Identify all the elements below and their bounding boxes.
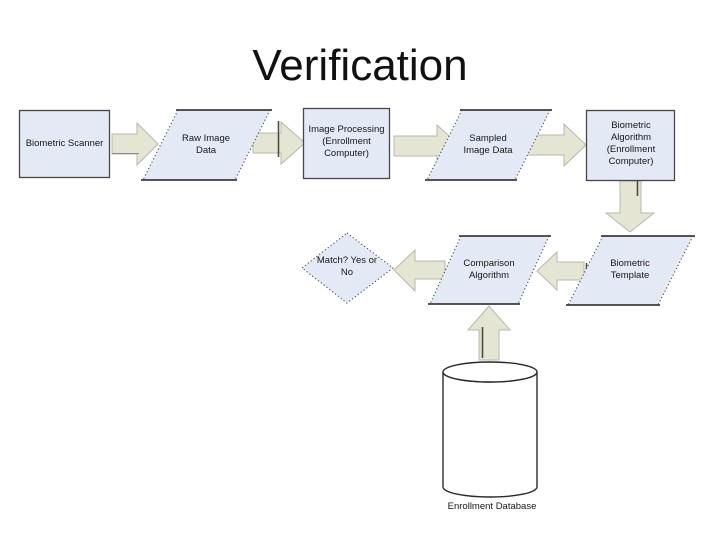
shape-comparison-algorithm <box>428 235 551 305</box>
shape-biometric-template <box>566 235 695 306</box>
left-edge <box>426 109 463 181</box>
shape-image-processing <box>302 107 391 180</box>
parallelogram-fill <box>143 110 270 180</box>
shape-biometric-scanner <box>18 109 111 179</box>
parallelogram-fill <box>568 236 693 305</box>
up-arrow-icon <box>466 305 512 361</box>
cylinder-body <box>442 371 538 498</box>
down-arrow-icon <box>604 180 656 233</box>
left-arrow-icon <box>393 248 446 293</box>
arrow-comparison-to-match-icon <box>393 248 446 293</box>
shape-biometric-algorithm <box>585 109 676 182</box>
shape-sampled-image-data <box>425 109 552 181</box>
cylinder-top <box>442 361 538 383</box>
right-arrow-icon <box>111 121 159 167</box>
diamond-border <box>301 232 394 304</box>
arrow-database-to-comparison-icon <box>466 305 512 361</box>
right-edge <box>517 235 550 305</box>
slide-title: Verification <box>252 41 468 90</box>
parallelogram-fill <box>427 110 550 180</box>
shape-raw-image-data <box>141 109 272 181</box>
arrow-algorithm-to-template-icon <box>604 180 656 233</box>
parallelogram-fill <box>430 236 549 304</box>
arrow-raw-to-processing-icon <box>252 120 306 166</box>
right-edge <box>514 109 551 181</box>
arrow-scanner-to-raw-icon <box>111 121 159 167</box>
left-edge <box>429 235 462 305</box>
left-edge <box>142 109 179 181</box>
shape-enrollment-database <box>442 361 538 498</box>
left-arrow-icon <box>536 250 585 292</box>
diamond-fill <box>302 233 393 303</box>
shape-match-decision <box>301 232 394 304</box>
right-edge <box>234 109 271 181</box>
